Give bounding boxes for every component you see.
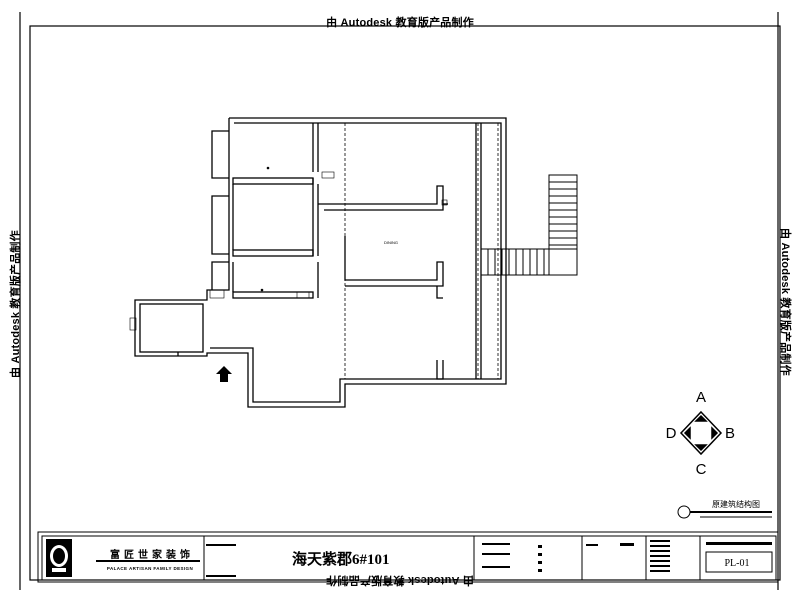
watermark-top: 由 Autodesk 教育版产品制作 — [326, 17, 474, 29]
entry-arrow-icon — [216, 366, 232, 382]
compass-label-b: B — [724, 425, 735, 442]
project-title: 海天紫郡6#101 — [292, 552, 390, 568]
watermark-left: 由 Autodesk 教育版产品制作 — [10, 230, 22, 378]
staircase — [480, 174, 578, 276]
company-name-cn: 富匠世家装饰 — [110, 550, 194, 561]
dashed-lines — [344, 123, 499, 379]
compass-label-a: A — [695, 389, 706, 406]
company-logo-icon — [46, 539, 72, 577]
sheet-number: PL-01 — [724, 558, 750, 569]
title-block — [37, 531, 779, 583]
section-caption: 原建筑结构图 — [712, 500, 760, 509]
title-block-lines — [96, 540, 772, 577]
section-symbol — [677, 505, 772, 519]
compass-label-d: D — [665, 425, 677, 442]
room-label: DINING — [384, 240, 398, 245]
fixtures — [129, 166, 448, 331]
plan-walls — [134, 117, 507, 408]
compass-icon — [679, 410, 723, 456]
company-name-en: PALACE ARTISAN FAMILY DESIGN — [106, 566, 194, 571]
watermark-right: 由 Autodesk 教育版产品制作 — [779, 228, 791, 376]
compass-label-c: C — [695, 461, 707, 478]
watermark-bottom: 由 Autodesk 教育版产品制作 — [326, 574, 474, 586]
sheet-frame — [19, 12, 781, 590]
